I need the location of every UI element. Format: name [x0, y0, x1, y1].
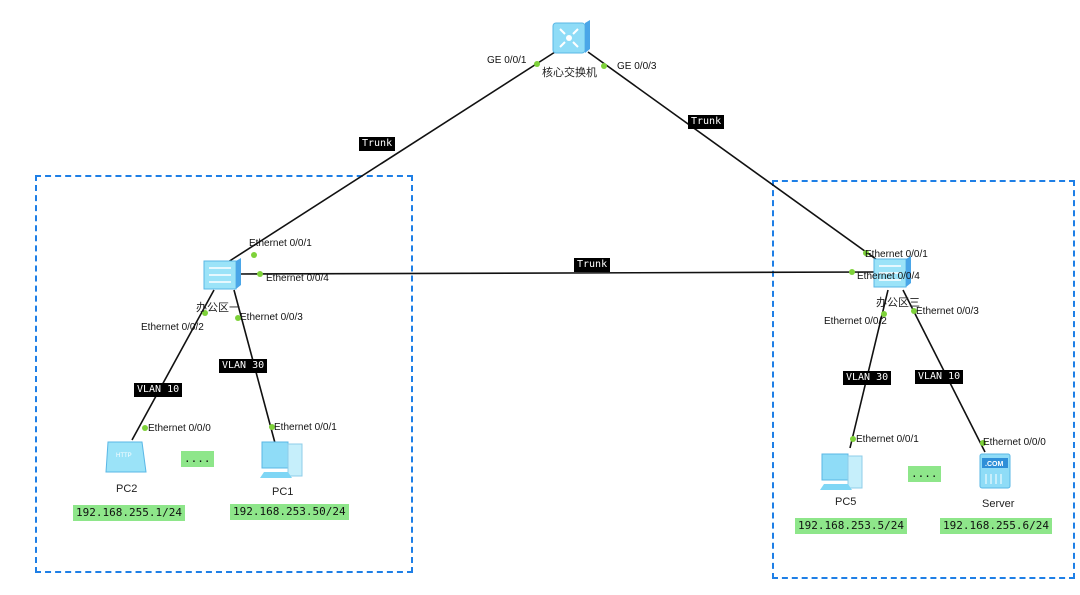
vlan-label: VLAN 30: [219, 359, 268, 373]
port-dot: [251, 252, 257, 258]
zone-office-3: [772, 180, 1075, 579]
pc-icon[interactable]: [818, 450, 866, 494]
pc1-label: PC1: [272, 486, 294, 498]
http-client-icon[interactable]: HTTP: [104, 440, 150, 476]
port-dot: [863, 250, 869, 256]
link-sw1-sw3: [237, 271, 877, 275]
vlan-label: VLAN 10: [915, 370, 964, 384]
port-dot: [202, 310, 208, 316]
ip-label: 192.168.255.1/24: [73, 505, 185, 521]
link-core-sw1: [227, 51, 556, 263]
port-dot: [849, 269, 855, 275]
pc5-label: PC5: [835, 496, 857, 508]
server-label: Server: [982, 498, 1015, 510]
core-port-right: GE 0/0/3: [617, 61, 657, 72]
port-label: Ethernet 0/0/2: [824, 316, 887, 327]
port-dot: [850, 436, 856, 442]
link-sw1-pc2: [131, 289, 215, 441]
switch3-label: 办公区三: [876, 297, 920, 309]
port-label: Ethernet 0/0/4: [266, 273, 329, 284]
port-label: Ethernet 0/0/1: [274, 422, 337, 433]
svg-text:HTTP: HTTP: [116, 453, 132, 459]
pc-icon[interactable]: [258, 438, 306, 482]
ip-label: 192.168.253.50/24: [230, 504, 349, 520]
ellipsis-label: ....: [181, 451, 214, 467]
port-dot: [269, 424, 275, 430]
core-port-left: GE 0/0/1: [487, 55, 527, 66]
server-icon[interactable]: .COM: [978, 452, 1014, 492]
port-label: Ethernet 0/0/3: [240, 312, 303, 323]
port-dot: [235, 315, 241, 321]
port-label: Ethernet 0/0/0: [983, 437, 1046, 448]
port-label: Ethernet 0/0/4: [857, 271, 920, 282]
port-dot: [980, 440, 986, 446]
trunk-label: Trunk: [574, 258, 611, 272]
port-dot: [534, 61, 540, 67]
link-sw3-pc5: [849, 289, 889, 449]
pc2-label: PC2: [116, 483, 138, 495]
port-dot: [601, 63, 607, 69]
access-switch-icon[interactable]: [873, 256, 913, 290]
port-dot: [911, 308, 917, 314]
port-label: Ethernet 0/0/1: [856, 434, 919, 445]
port-label: Ethernet 0/0/1: [249, 238, 312, 249]
vlan-label: VLAN 30: [843, 371, 892, 385]
port-dot: [142, 425, 148, 431]
zone-office-1: [35, 175, 413, 573]
port-label: Ethernet 0/0/0: [148, 423, 211, 434]
link-core-sw3: [587, 51, 881, 263]
vlan-label: VLAN 10: [134, 383, 183, 397]
ellipsis-label: ....: [908, 466, 941, 482]
trunk-label: Trunk: [688, 115, 725, 129]
trunk-label: Trunk: [359, 137, 396, 151]
core-switch-label: 核心交换机: [542, 67, 597, 79]
port-dot: [881, 311, 887, 317]
port-label: Ethernet 0/0/1: [865, 249, 928, 260]
core-switch-icon[interactable]: [552, 19, 592, 55]
port-label: Ethernet 0/0/3: [916, 306, 979, 317]
access-switch-icon[interactable]: [203, 258, 243, 292]
port-label: Ethernet 0/0/2: [141, 322, 204, 333]
svg-text:.COM: .COM: [985, 461, 1003, 468]
ip-label: 192.168.255.6/24: [940, 518, 1052, 534]
port-dot: [257, 271, 263, 277]
switch1-label: 办公区一: [196, 302, 240, 314]
ip-label: 192.168.253.5/24: [795, 518, 907, 534]
